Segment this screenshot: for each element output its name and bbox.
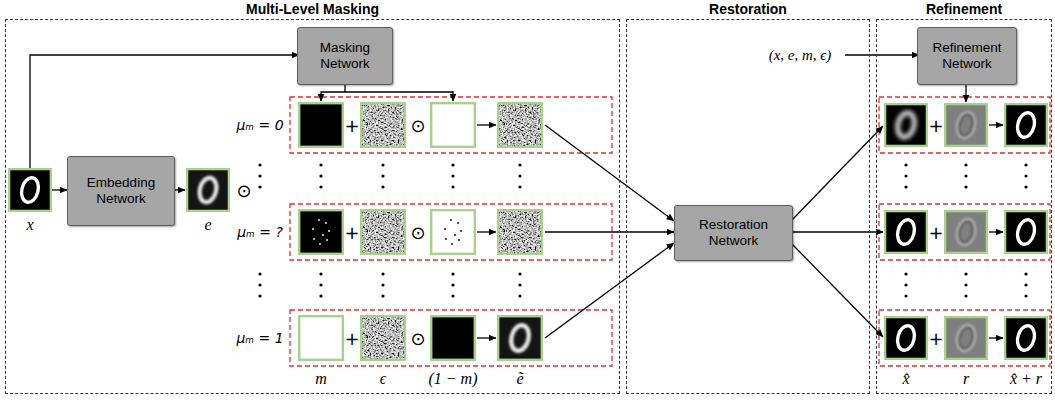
image-caption: x <box>26 216 33 234</box>
network-box: Refinement Network <box>917 27 1017 85</box>
operator-symbol: ⊙ <box>410 328 425 349</box>
level-label: μₘ = ? <box>237 224 283 240</box>
network-box: Masking Network <box>297 27 393 85</box>
operator-symbol: ⊙ <box>410 222 425 243</box>
image-caption: ϵ <box>380 370 386 388</box>
stage-region: Multi-Level MaskingMasking NetworkEmbedd… <box>5 19 620 394</box>
operator-symbol: + <box>344 115 359 136</box>
operator-symbol: + <box>928 115 943 136</box>
operator-symbol: + <box>344 222 359 243</box>
region-heading: Refinement <box>877 1 1051 17</box>
image-caption: x̂ + r <box>1010 370 1042 388</box>
operator-symbol: + <box>928 328 943 349</box>
network-box: Embedding Network <box>67 156 175 226</box>
image-caption: ẽ <box>516 370 523 388</box>
image-caption: e <box>204 216 211 234</box>
level-label: μₘ = 0 <box>236 117 283 133</box>
box-label: Restoration Network <box>679 217 788 249</box>
operator-symbol: + <box>928 222 943 243</box>
operator-symbol: ⊙ <box>410 115 425 136</box>
operator-symbol: + <box>344 328 359 349</box>
image-caption: m <box>315 370 327 388</box>
level-label: μₘ = 1 <box>236 330 283 346</box>
box-label: Refinement Network <box>922 40 1012 72</box>
stage-region: RefinementRefinement Network <box>876 19 1052 394</box>
image-caption: r <box>963 370 969 388</box>
network-box: Restoration Network <box>674 205 793 261</box>
image-caption: x̂ <box>902 370 909 388</box>
stage-region: RestorationRestoration Network <box>626 19 870 394</box>
region-heading: Restoration <box>627 1 869 17</box>
region-heading: Multi-Level Masking <box>6 1 619 17</box>
image-caption: (1 − m) <box>428 370 477 388</box>
operator-symbol: ⊙ <box>236 180 251 201</box>
box-label: Masking Network <box>302 40 388 72</box>
box-label: Embedding Network <box>72 175 170 207</box>
input-tuple: (x, e, m, ϵ) <box>769 47 832 64</box>
